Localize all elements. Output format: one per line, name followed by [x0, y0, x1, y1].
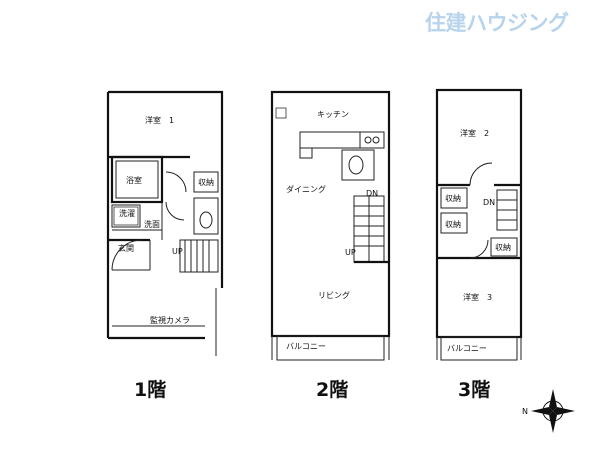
balcony-label: バルコニー — [447, 344, 487, 353]
room-label-kitchen: キッチン — [317, 110, 349, 119]
room-label-dining: ダイニング — [286, 184, 326, 194]
compass-icon: N — [522, 389, 575, 433]
room-label-living: リビング — [318, 290, 350, 300]
room-label-storage-a: 収納 — [445, 193, 461, 203]
floor-1-plan: 洋室 1 浴室 収納 洗濯 洗面 玄関 UP 監視カメラ — [106, 90, 224, 356]
brand-logo: 住建ハウジング — [425, 11, 569, 35]
camera-label: 監視カメラ — [150, 315, 190, 325]
room-label-storage-b: 収納 — [445, 219, 461, 229]
floor-3-label: 3階 — [458, 379, 490, 401]
floor-2-plan: キッチン ダイニング DN UP リビング バルコニー — [270, 90, 391, 361]
room-label-bath: 浴室 — [126, 175, 142, 185]
floor-2-label: 2階 — [316, 379, 348, 401]
compass-north-label: N — [522, 407, 528, 416]
room-label-laundry: 洗濯 — [119, 208, 135, 218]
room-label-bedroom-2: 洋室 2 — [460, 128, 489, 138]
balcony-label: バルコニー — [286, 342, 326, 351]
room-label-entrance: 玄関 — [118, 243, 134, 253]
room-label-bedroom-1: 洋室 1 — [145, 115, 174, 125]
room-label-storage: 収納 — [198, 177, 214, 187]
stairs-up-label: UP — [172, 247, 183, 256]
room-label-bedroom-3: 洋室 3 — [463, 292, 492, 302]
floor-3-plan: 洋室 2 収納 DN 収納 収納 洋室 3 バルコニー — [435, 88, 523, 361]
stairs-up-label: UP — [345, 248, 356, 257]
stairs-down-label: DN — [483, 198, 495, 207]
floor-1-label: 1階 — [134, 379, 166, 401]
stairs-down-label: DN — [366, 189, 378, 198]
room-label-storage-c: 収納 — [495, 242, 511, 252]
room-label-washroom: 洗面 — [144, 219, 160, 229]
